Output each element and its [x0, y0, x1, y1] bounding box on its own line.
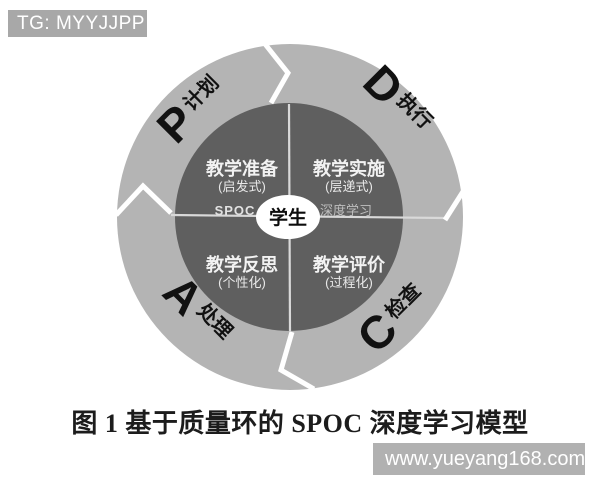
deep-learning-label: 深度学习: [320, 203, 372, 218]
quadrant-prepare-title: 教学准备: [206, 158, 279, 179]
spoc-label: SPOC: [215, 203, 256, 218]
quadrant-evaluate-title: 教学评价: [313, 254, 386, 275]
quadrant-implement-title: 教学实施: [313, 158, 385, 179]
figure-caption: 图 1 基于质量环的 SPOC 深度学习模型: [71, 409, 529, 438]
quadrant-evaluate-subtitle: (过程化): [325, 275, 373, 290]
student-label: 学生: [269, 206, 307, 229]
chevron-top-icon: [263, 42, 292, 105]
quadrant-prepare-subtitle: (启发式): [218, 179, 266, 194]
chevron-left-icon: [114, 182, 173, 217]
student-center-ellipse: [256, 195, 320, 239]
telegram-watermark-badge: TG: MYYJJPP: [8, 10, 147, 37]
quadrant-reflect-title: 教学反思: [206, 254, 278, 275]
quadrant-reflect-subtitle: (个性化): [218, 275, 266, 290]
quadrant-implement-subtitle: (层递式): [325, 179, 373, 194]
site-watermark-bar: www.yueyang168.com: [373, 443, 585, 475]
chevron-right-icon: [442, 188, 467, 222]
chevron-bottom-icon: [278, 331, 316, 392]
